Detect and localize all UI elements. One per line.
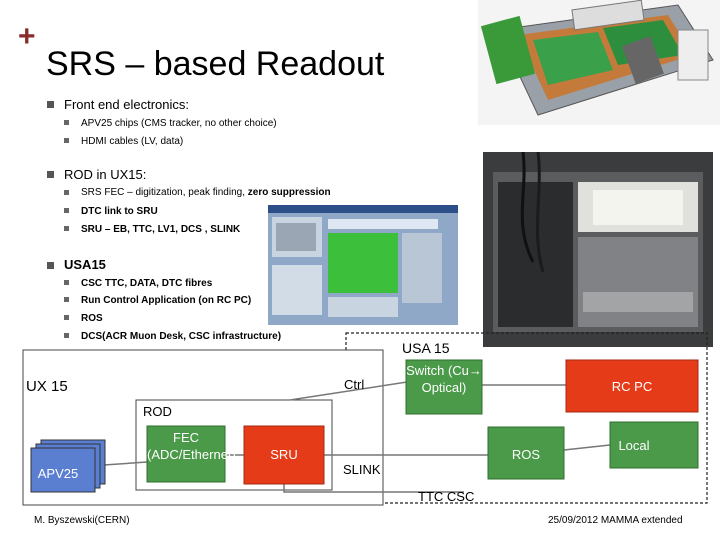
ctrl-label: Ctrl [344, 377, 365, 392]
bullet-marker [47, 101, 54, 108]
bullet-marker [64, 138, 69, 143]
apv25-box [30, 447, 96, 493]
slide-title: SRS – based Readout [46, 45, 385, 83]
apv-to-fec-line [103, 461, 148, 466]
bullet-marker [64, 208, 69, 213]
rc-pc-box [565, 359, 699, 413]
local-label: Local [618, 438, 650, 453]
bullet-marker [64, 333, 69, 338]
rod-label: ROD [143, 404, 172, 419]
bullet-csc-ttc: CSC TTC, DATA, DTC fibres [81, 278, 213, 289]
control-software-screenshot [268, 205, 458, 325]
crate-photo [483, 152, 713, 347]
ctrl-to-switch-line [289, 379, 421, 401]
slink-label: SLINK [342, 462, 382, 477]
ros-box [487, 426, 565, 480]
hardware-photo [478, 0, 720, 125]
bullet-apv25: APV25 chips (CMS tracker, no other choic… [81, 118, 277, 129]
local-box [609, 421, 699, 469]
bullet-marker [64, 315, 69, 320]
ttc-csc-label: TTC CSC [418, 489, 475, 504]
ttc-csc-line [283, 484, 464, 493]
bullet-dcs: DCS(ACR Muon Desk, CSC infrastructure) [81, 331, 282, 342]
bullet-rod: ROD in UX15: [64, 167, 147, 182]
bullet-marker [64, 120, 69, 125]
usa15-label: USA 15 [402, 340, 450, 356]
footer-date: 25/09/2012 MAMMA extended [548, 515, 683, 526]
bullet-marker [64, 190, 69, 195]
ros-to-local-line [563, 444, 611, 451]
bullet-marker [64, 280, 69, 285]
bullet-hdmi: HDMI cables (LV, data) [81, 136, 184, 147]
apv25-label: APV25 [37, 466, 79, 481]
bullet-sru: SRU – EB, TTC, LV1, DCS , SLINK [81, 224, 241, 235]
bullet-marker [47, 262, 54, 269]
bullet-dtc-link: DTC link to SRU [81, 206, 158, 217]
bullet-front-end: Front end electronics: [64, 97, 190, 112]
bullet-marker [64, 297, 69, 302]
bullet-marker [64, 226, 69, 231]
sru-box [243, 425, 325, 485]
bullet-usa15: USA15 [64, 257, 106, 272]
switch-box [405, 359, 483, 415]
bullet-ros: ROS [81, 313, 103, 324]
sru-label: SRU [270, 447, 298, 462]
plus-icon: + [18, 20, 36, 53]
rc-pc-label: RC PC [611, 379, 653, 394]
ux15-label: UX 15 [26, 378, 68, 395]
ros-label: ROS [511, 447, 541, 462]
bullet-srs-fec: SRS FEC – digitization, peak finding, ze… [81, 187, 331, 198]
fec-box [146, 425, 226, 483]
bullet-marker [47, 171, 54, 178]
switch-label: Switch (Cu→ Optical) [406, 363, 482, 395]
bullet-run-control: Run Control Application (on RC PC) [81, 295, 252, 306]
footer-author: M. Byszewski(CERN) [34, 515, 130, 526]
fec-label: FEC (ADC/Ethernet) [147, 430, 236, 462]
